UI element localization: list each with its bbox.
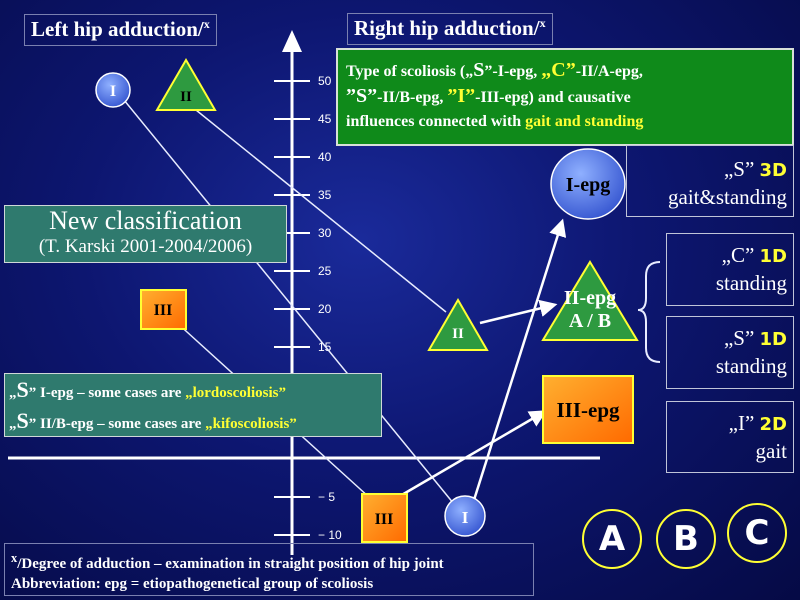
marker-left-I (95, 72, 131, 108)
brace (637, 261, 661, 363)
s-note-kifoscoliosis: „S” II/B-epg – some cases are „kifoscoli… (9, 408, 297, 433)
footnote-abbreviation: Abbreviation: epg = etiopathogenetical g… (11, 576, 374, 592)
tick-label: 45 (318, 112, 332, 126)
marker-label: I (462, 508, 469, 527)
marker-left-II (155, 58, 217, 111)
tick-label: 25 (318, 264, 332, 278)
connector-left-II-to-right-II (195, 109, 447, 313)
arrow-right-III-to-group-III (399, 410, 548, 498)
marker-label: II (180, 89, 192, 105)
tick-label: − 10 (318, 528, 342, 542)
s-note-lordoscoliosis: „S” I-epg – some cases are „lordoscolios… (9, 377, 286, 402)
scoliosis-type-box: Type of scoliosis („S”-I-epg, „C”-II/A-e… (336, 48, 794, 146)
group-II-epg (541, 260, 639, 341)
group-I-label: I-epg (566, 174, 610, 196)
tick-label: 35 (318, 188, 332, 202)
desc-box-S-3D: „S” 3D gait&standing (626, 145, 794, 217)
desc-box-I-2D: „I” 2D gait (666, 401, 794, 473)
desc-box-S-1D: „S” 1D standing (666, 316, 794, 389)
y-axis-arrowhead (282, 30, 302, 52)
group-II-label-line2: A / B (569, 310, 611, 332)
marker-label: III (375, 511, 394, 528)
footnote-box: x/Degree of adduction – examination in s… (4, 543, 534, 596)
new-classification-title: New classification (49, 206, 242, 235)
group-I-epg (550, 148, 626, 220)
marker-right-II (427, 298, 489, 351)
marker-label: II (452, 326, 464, 342)
connector-left-I-to-right-I (123, 99, 455, 505)
group-II-label-line1: II-epg (564, 287, 616, 309)
tick-label: 50 (318, 74, 332, 88)
tick-label: 20 (318, 302, 332, 316)
desc-box-C-1D: „C” 1D standing (666, 233, 794, 306)
right-hip-adduction-header: Right hip adduction/x (347, 13, 553, 45)
marker-left-III (140, 289, 187, 330)
marker-label: I (110, 83, 116, 100)
arrow-right-II-to-group-II (479, 299, 558, 325)
arrow-right-I-to-group-I (472, 218, 567, 501)
s-notes-box: „S” I-epg – some cases are „lordoscolios… (4, 373, 382, 437)
footnote-degree: x/Degree of adduction – examination in s… (11, 551, 444, 572)
marker-right-III (361, 493, 408, 543)
tick-label: − 5 (318, 490, 335, 504)
left-hip-adduction-header: Left hip adduction/x (24, 14, 217, 46)
marker-label: III (154, 302, 173, 319)
new-classification-box: New classification (T. Karski 2001-2004/… (4, 205, 287, 263)
tick-label: 40 (318, 150, 332, 164)
group-III-label: III-epg (556, 398, 620, 422)
circle-C: C (727, 503, 787, 563)
circle-A: A (582, 509, 642, 569)
circle-B: B (656, 509, 716, 569)
group-III-epg (542, 375, 634, 444)
marker-right-I (444, 495, 486, 537)
tick-label: 30 (318, 226, 332, 240)
new-classification-author: (T. Karski 2001-2004/2006) (38, 236, 253, 257)
